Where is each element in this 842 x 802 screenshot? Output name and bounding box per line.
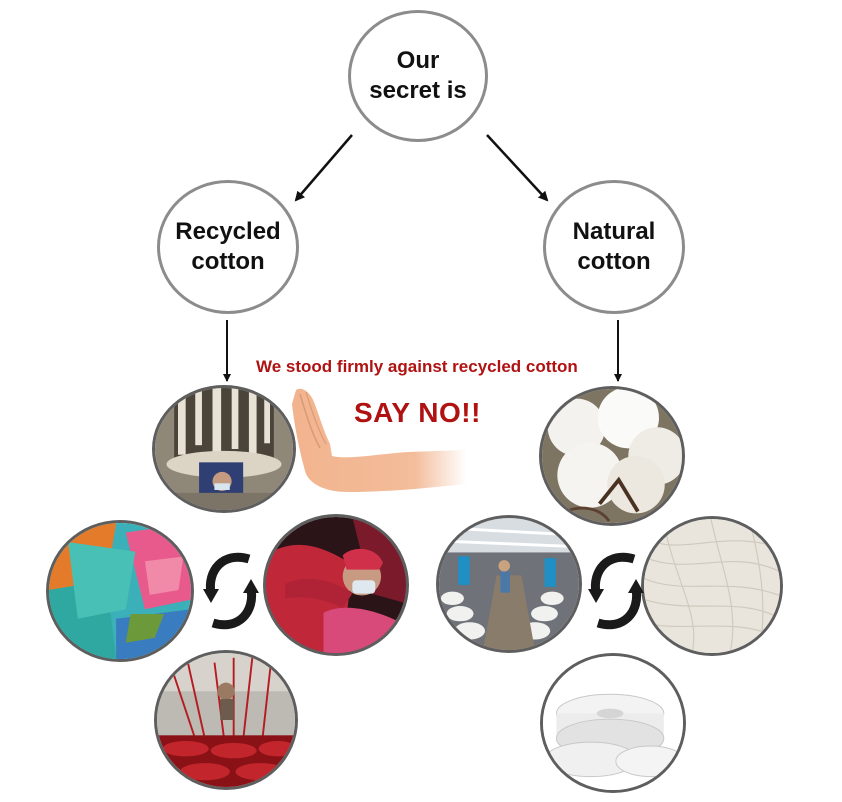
natural-cotton-label: Natural cotton: [572, 218, 656, 275]
colored-rags-photo: [46, 520, 194, 662]
arrow-root-to-natural: [486, 134, 549, 202]
recycled-cotton-label: Recycled cotton: [175, 218, 281, 275]
recycled-cotton-node: Recycled cotton: [157, 180, 299, 314]
white-fiber-photo: [641, 516, 783, 656]
root-node: Our secret is: [348, 10, 488, 142]
cotton-waste-machine-photo: [152, 385, 296, 513]
cycle-arrows-icon: [588, 552, 644, 630]
statement-caption: We stood firmly against recycled cotton: [256, 357, 578, 376]
natural-cotton-node: Natural cotton: [543, 180, 685, 314]
red-yarn-workshop-photo: [154, 650, 298, 790]
spinning-mill-photo: [436, 515, 582, 653]
say-no-caption: SAY NO!!: [354, 397, 481, 428]
stop-hand-icon: [292, 388, 466, 492]
cotton-boll-photo: [539, 386, 685, 526]
cycle-arrows-icon: [203, 552, 259, 630]
masked-worker-photo: [263, 514, 409, 656]
white-yarn-rolls-photo: [540, 653, 686, 793]
arrow-root-to-recycled: [294, 134, 353, 202]
root-node-label: Our secret is: [369, 47, 467, 104]
